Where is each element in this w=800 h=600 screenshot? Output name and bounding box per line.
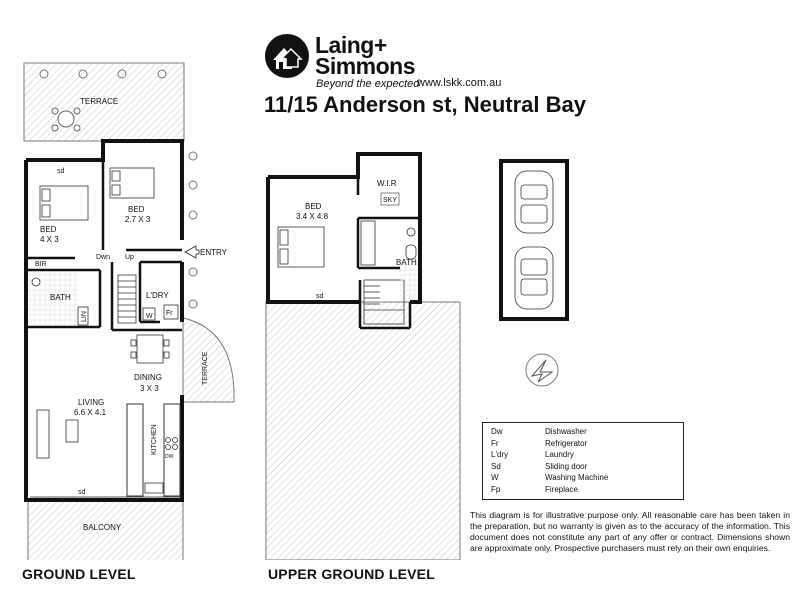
basin-icon — [31, 277, 41, 287]
legend-abbr: Sd — [491, 461, 501, 471]
legend-meaning: Washing Machine — [545, 473, 609, 482]
lin-cupboard — [77, 306, 89, 326]
terrace-table-icon — [51, 107, 81, 132]
terrace-top-label: TERRACE — [80, 97, 118, 106]
fridge-box — [163, 304, 179, 320]
washing-machine — [142, 307, 156, 321]
legend-meaning: Fireplace — [545, 484, 578, 494]
upper-stairs — [363, 279, 405, 325]
ground-walls — [24, 139, 184, 502]
kitchen-label: KITCHEN — [151, 424, 158, 455]
bed2-name: BED — [128, 205, 145, 214]
kitchen-bench — [126, 403, 144, 497]
dining-table-icon — [130, 334, 170, 364]
kitchen-counter — [163, 403, 181, 497]
legend-meaning: Sliding door — [545, 461, 588, 471]
upper-interior-walls — [356, 177, 420, 330]
toilet-icon — [405, 244, 417, 260]
ground-interior-walls — [26, 160, 182, 332]
terrace-top-area — [23, 62, 185, 142]
upper-bed-furniture — [277, 226, 325, 268]
bed2-dims: 2.7 X 3 — [125, 215, 151, 224]
logo-house-icon — [265, 34, 309, 78]
brand-logo — [264, 33, 310, 79]
disclaimer-text: This diagram is for illustrative purpose… — [470, 510, 790, 553]
legend-abbr: W — [491, 473, 499, 482]
ground-stairs — [117, 274, 137, 324]
laundry-label: L'DRY — [146, 291, 169, 300]
balcony-area — [27, 499, 184, 560]
legend-meaning: Dishwasher — [545, 427, 587, 436]
living-name: LIVING — [78, 398, 104, 407]
north-compass-icon — [525, 353, 559, 387]
ground-level-title: GROUND LEVEL — [22, 566, 136, 582]
sky-box — [380, 192, 400, 206]
brand-name-line2: Simmons — [315, 53, 416, 79]
car-icon-top — [514, 170, 554, 234]
bed1-furniture — [39, 185, 89, 221]
upper-bed-dims: 3.4 X 4.8 — [296, 212, 329, 221]
upper-basin-icon — [406, 227, 416, 237]
dining-dims: 3 X 3 — [140, 384, 159, 393]
upper-sd-label: sd — [316, 293, 324, 300]
balcony-label: BALCONY — [83, 523, 122, 532]
upper-bed-name: BED — [305, 202, 322, 211]
dwn-label: Dwn — [96, 254, 110, 261]
bed2-furniture — [109, 167, 155, 199]
roof-void-area — [265, 301, 461, 560]
lin-label: LIN — [81, 311, 88, 322]
coffee-table-icon — [65, 419, 79, 443]
property-address: 11/15 Anderson st, Neutral Bay — [264, 92, 586, 117]
living-sd-label: sd — [78, 489, 86, 496]
bed1-sd-label: sd — [57, 168, 65, 175]
side-plants — [188, 151, 198, 309]
legend-meaning: Refrigerator — [545, 438, 588, 448]
upper-bath-tiles — [400, 264, 418, 300]
legend-abbr: L'dry — [491, 450, 509, 459]
dw-label: DW — [165, 454, 174, 460]
w-label: W — [146, 313, 153, 320]
dining-name: DINING — [134, 373, 162, 382]
kitchen-sink — [144, 482, 164, 494]
cooktop-icon — [165, 437, 178, 450]
wir-label: W.I.R — [377, 179, 397, 188]
bir-label: BIR — [35, 261, 47, 268]
side-terrace-area — [182, 317, 235, 403]
sofa-icon — [36, 409, 50, 459]
upper-walls — [266, 152, 422, 304]
legend-abbr: Fp — [491, 484, 501, 494]
side-terrace-label: TERRACE — [202, 351, 209, 385]
terrace-plants — [39, 69, 167, 79]
brand-name-line1: Laing+ — [315, 32, 387, 58]
sky-label: SKY — [383, 197, 397, 204]
up-label: Up — [125, 254, 134, 261]
bed1-name: BED — [40, 225, 57, 234]
upper-level-plan: BED 3.4 X 4.8 sd W.I.R SKY BATH — [265, 152, 461, 560]
ground-bath-label: BATH — [50, 293, 71, 302]
upper-level-title: UPPER GROUND LEVEL — [268, 566, 435, 582]
entry-arrow-icon — [184, 245, 200, 259]
legend-meaning: Laundry — [545, 450, 574, 459]
bed1-dims: 4 X 3 — [40, 235, 59, 244]
brand-tagline: Beyond the expected — [316, 78, 420, 90]
car-icon-bottom — [514, 246, 554, 310]
entry-label: ENTRY — [200, 248, 228, 257]
legend-abbr: Dw — [491, 427, 503, 436]
car-space-plan — [499, 159, 569, 321]
ground-level-plan: TERRACE BALCONY TERRACE — [23, 62, 235, 560]
living-dims: 6.6 X 4.1 — [74, 408, 107, 417]
legend-abbr: Fr — [491, 438, 499, 448]
brand-url: www.lskk.com.au — [417, 77, 502, 89]
fr-label: Fr — [166, 310, 173, 317]
upper-bath-label: BATH — [396, 258, 417, 267]
bathtub-icon — [360, 220, 376, 266]
